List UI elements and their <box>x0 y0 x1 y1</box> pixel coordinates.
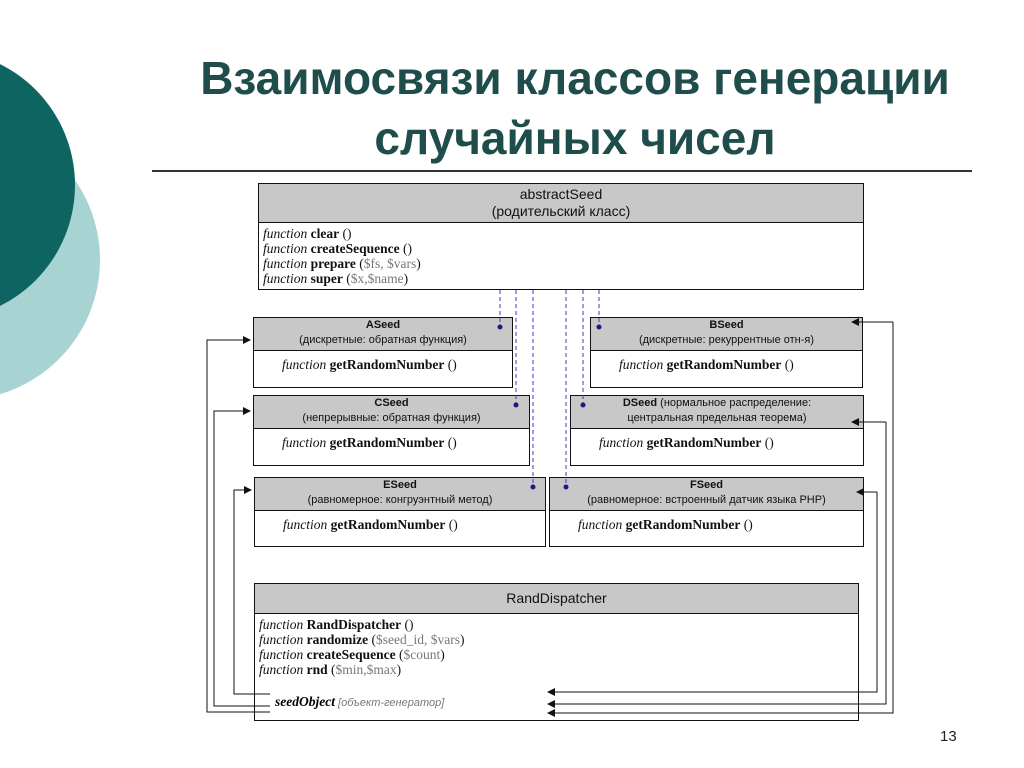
fseed-name: FSeed <box>689 479 723 491</box>
rand-dispatcher-name: RandDispatcher <box>506 590 607 606</box>
rand-dispatcher-methods: function RandDispatcher () function rand… <box>255 614 858 677</box>
eseed-header: ESeed (равномерное: конгруэнтный метод) <box>255 478 545 511</box>
abstract-seed-methods: function clear () function createSequenc… <box>259 223 863 286</box>
abstract-seed-header: abstractSeed (родительский класс) <box>259 184 863 223</box>
dseed-header: DSeed (нормальное распределение: централ… <box>571 396 863 429</box>
title-line-2: случайных чисел <box>374 112 776 164</box>
bseed-class: BSeed (дискретные: рекуррентные отн-я) f… <box>590 317 863 388</box>
method-line: function super ($x,$name) <box>263 271 409 286</box>
method-line: function rnd ($min,$max) <box>259 662 402 677</box>
page-title: Взаимосвязи классов генерации случайных … <box>150 48 1000 168</box>
eseed-name: ESeed <box>383 479 417 491</box>
eseed-desc: (равномерное: конгруэнтный метод) <box>307 494 493 506</box>
seed-object-note: [объект-генератор] <box>334 697 445 709</box>
method-line: function clear () <box>263 226 352 241</box>
aseed-header: ASeed (дискретные: обратная функция) <box>254 318 512 351</box>
cseed-desc: (непрерывные: обратная функция) <box>302 412 481 424</box>
page-number: 13 <box>940 728 957 745</box>
title-divider <box>152 170 972 172</box>
title-line-1: Взаимосвязи классов генерации <box>200 52 950 104</box>
method-line: function createSequence () <box>263 241 412 256</box>
abstract-seed-name: abstractSeed <box>519 186 603 202</box>
cseed-class: CSeed (непрерывные: обратная функция) fu… <box>253 395 530 466</box>
bseed-method: function getRandomNumber () <box>619 357 794 372</box>
method-line: function createSequence ($count) <box>259 647 445 662</box>
rand-dispatcher-header: RandDispatcher <box>255 584 858 614</box>
cseed-name: CSeed <box>374 397 409 409</box>
fseed-desc: (равномерное: встроенный датчик языка PH… <box>587 494 826 506</box>
fseed-method: function getRandomNumber () <box>578 517 753 532</box>
aseed-class: ASeed (дискретные: обратная функция) fun… <box>253 317 513 388</box>
eseed-class: ESeed (равномерное: конгруэнтный метод) … <box>254 477 546 547</box>
method-line: function RandDispatcher () <box>259 617 414 632</box>
cseed-header: CSeed (непрерывные: обратная функция) <box>254 396 529 429</box>
bseed-desc: (дискретные: рекуррентные отн-я) <box>638 334 815 346</box>
dseed-class: DSeed (нормальное распределение: централ… <box>570 395 864 466</box>
dseed-desc-2: центральная предельная теорема) <box>627 412 807 424</box>
aseed-method: function getRandomNumber () <box>282 357 457 372</box>
aseed-name: ASeed <box>365 319 401 331</box>
aseed-desc: (дискретные: обратная функция) <box>299 334 467 346</box>
dark-circle <box>0 64 75 306</box>
eseed-method: function getRandomNumber () <box>283 517 458 532</box>
seed-object-name: seedObject <box>275 694 335 709</box>
dseed-name: DSeed <box>622 397 658 409</box>
dseed-desc: (нормальное распределение: <box>657 397 812 409</box>
rand-dispatcher-class: RandDispatcher function RandDispatcher (… <box>254 583 859 721</box>
abstract-seed-subtitle: (родительский класс) <box>491 203 631 219</box>
fseed-class: FSeed (равномерное: встроенный датчик яз… <box>549 477 864 547</box>
bseed-name: BSeed <box>709 319 744 331</box>
method-line: function prepare ($fs, $vars) <box>263 256 421 271</box>
method-line: function randomize ($seed_id, $vars) <box>259 632 465 647</box>
cseed-method: function getRandomNumber () <box>282 435 457 450</box>
seed-object-field: seedObject [объект-генератор] <box>275 694 444 710</box>
abstract-seed-class: abstractSeed (родительский класс) functi… <box>258 183 864 290</box>
dseed-method: function getRandomNumber () <box>599 435 774 450</box>
fseed-header: FSeed (равномерное: встроенный датчик яз… <box>550 478 863 511</box>
bseed-header: BSeed (дискретные: рекуррентные отн-я) <box>591 318 862 351</box>
